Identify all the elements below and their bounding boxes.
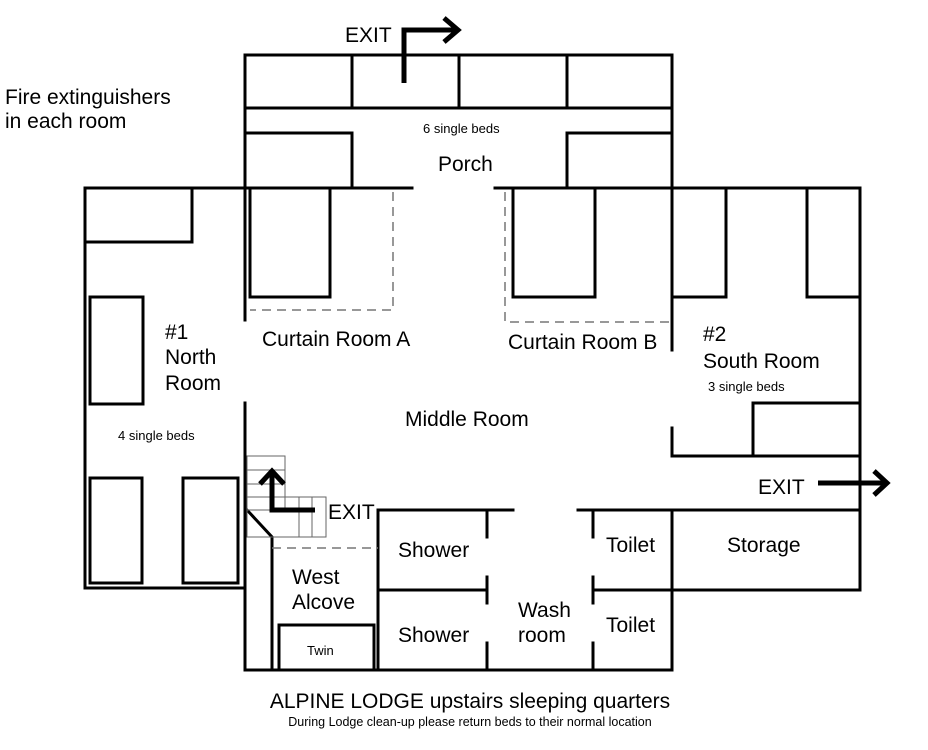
south-room-number: #2 bbox=[703, 323, 726, 346]
washroom-label-1: Wash bbox=[518, 599, 571, 622]
exit-label-right: EXIT bbox=[758, 476, 805, 499]
toilet-label-1: Toilet bbox=[606, 534, 655, 557]
shower-label-2: Shower bbox=[398, 624, 469, 647]
note-line1: Fire extinguishers bbox=[5, 86, 171, 109]
exit-arrow-stairs-icon bbox=[258, 467, 315, 513]
twin-bed-label: Twin bbox=[307, 643, 334, 658]
footer-title: ALPINE LODGE upstairs sleeping quarters bbox=[270, 690, 670, 713]
stairs bbox=[246, 455, 327, 538]
washroom-label-2: room bbox=[518, 624, 566, 647]
north-room-name-1: North bbox=[165, 346, 216, 369]
south-room-walls bbox=[576, 186, 862, 512]
exit-label-stairs: EXIT bbox=[328, 501, 375, 524]
note-line2: in each room bbox=[5, 110, 126, 133]
footer-subtitle: During Lodge clean-up please return beds… bbox=[288, 715, 651, 729]
curtain-rooms bbox=[248, 186, 672, 323]
west-alcove-label-2: Alcove bbox=[292, 591, 355, 614]
storage-label: Storage bbox=[727, 534, 801, 557]
west-alcove-label-1: West bbox=[292, 566, 340, 589]
north-room-beds bbox=[83, 186, 240, 585]
curtain-room-b-label: Curtain Room B bbox=[508, 331, 657, 354]
south-room-beds: 3 single beds bbox=[708, 379, 785, 394]
north-room-number: #1 bbox=[165, 321, 188, 344]
exit-arrow-right-icon bbox=[818, 469, 891, 497]
bathroom-walls bbox=[376, 508, 674, 672]
shower-label-1: Shower bbox=[398, 539, 469, 562]
middle-room-label: Middle Room bbox=[405, 408, 529, 431]
toilet-label-2: Toilet bbox=[606, 614, 655, 637]
porch-walls bbox=[243, 53, 674, 190]
porch-label: Porch bbox=[438, 153, 493, 176]
porch-beds-label: 6 single beds bbox=[423, 121, 500, 136]
north-room-beds: 4 single beds bbox=[118, 428, 195, 443]
exit-arrow-top-icon bbox=[401, 16, 462, 83]
south-room-name: South Room bbox=[703, 350, 820, 373]
north-room-name-2: Room bbox=[165, 372, 221, 395]
exit-label-top: EXIT bbox=[345, 24, 392, 47]
curtain-room-a-label: Curtain Room A bbox=[262, 328, 410, 351]
